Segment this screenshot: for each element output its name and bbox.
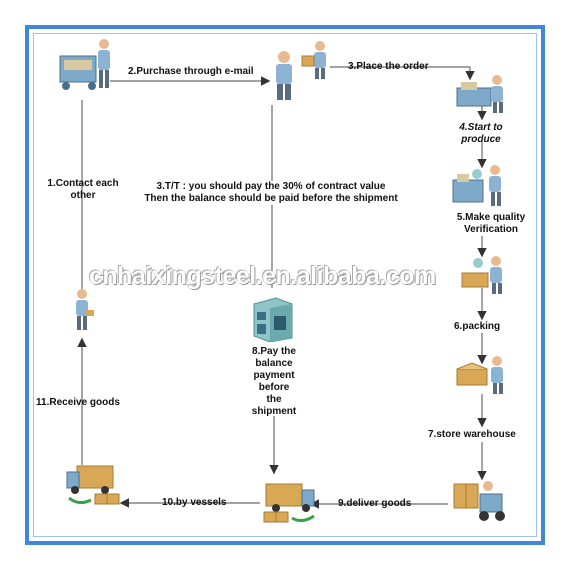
person-handing-box-icon bbox=[301, 41, 326, 79]
step-pay-balance-label: 8.Pay the balance payment before the shi… bbox=[244, 346, 304, 418]
warehouse-worker-icon bbox=[456, 356, 503, 394]
receiving-truck-icon bbox=[66, 465, 120, 505]
forklift-truck-icon bbox=[453, 481, 505, 521]
receiver-person-icon bbox=[76, 289, 94, 330]
bank-building-icon bbox=[253, 297, 293, 342]
step-place-order-label: 3.Place the order bbox=[348, 61, 429, 72]
step-produce-line2: produce bbox=[461, 134, 501, 145]
delivery-truck-icon bbox=[263, 483, 315, 523]
step-produce-line1: 4.Start to bbox=[459, 122, 503, 133]
outer-frame bbox=[25, 25, 545, 545]
step-pay-line1: 8.Pay the bbox=[252, 346, 296, 357]
step-vessels-label: 10.by vessels bbox=[162, 497, 227, 508]
step-receive-label: 11.Receive goods bbox=[36, 397, 120, 408]
packing-worker-icon bbox=[461, 256, 502, 294]
inner-frame bbox=[33, 33, 537, 537]
step-contact-label: 1.Contact each other bbox=[42, 178, 124, 202]
step-quality-line2: Verification bbox=[464, 224, 518, 235]
quality-inspector-icon bbox=[452, 165, 501, 206]
arrow-place-order bbox=[330, 66, 475, 81]
step-deliver-label: 9.deliver goods bbox=[338, 498, 412, 509]
step-quality-line1: 5.Make quality bbox=[456, 212, 526, 223]
payment-note-line2: Then the balance should be paid before t… bbox=[144, 193, 398, 204]
step-pay-line4: before bbox=[258, 382, 290, 393]
step-packing-label: 6.packing bbox=[454, 321, 501, 332]
watermark-text: cnhaixingsteel.en.alibaba.com bbox=[89, 262, 436, 290]
step-quality-label: 5.Make quality Verification bbox=[450, 212, 532, 236]
step-pay-line6: shipment bbox=[251, 406, 297, 417]
payment-note-line1: 3.T/T : you should pay the 30% of contra… bbox=[156, 181, 386, 192]
payment-note: 3.T/T : you should pay the 30% of contra… bbox=[118, 181, 424, 205]
step-pay-line2: balance bbox=[255, 358, 293, 369]
worker-at-machine-icon bbox=[456, 75, 503, 113]
step-warehouse-label: 7.store warehouse bbox=[428, 429, 516, 440]
person-at-desk-icon bbox=[59, 39, 110, 90]
person-standing-icon bbox=[276, 51, 292, 100]
step-pay-line5: the bbox=[266, 394, 282, 405]
step-pay-line3: payment bbox=[253, 370, 295, 381]
step-contact-line2: other bbox=[70, 190, 96, 201]
step-purchase-label: 2.Purchase through e-mail bbox=[128, 66, 254, 77]
step-contact-line1: 1.Contact each bbox=[47, 178, 119, 189]
step-produce-label: 4.Start to produce bbox=[450, 122, 512, 146]
